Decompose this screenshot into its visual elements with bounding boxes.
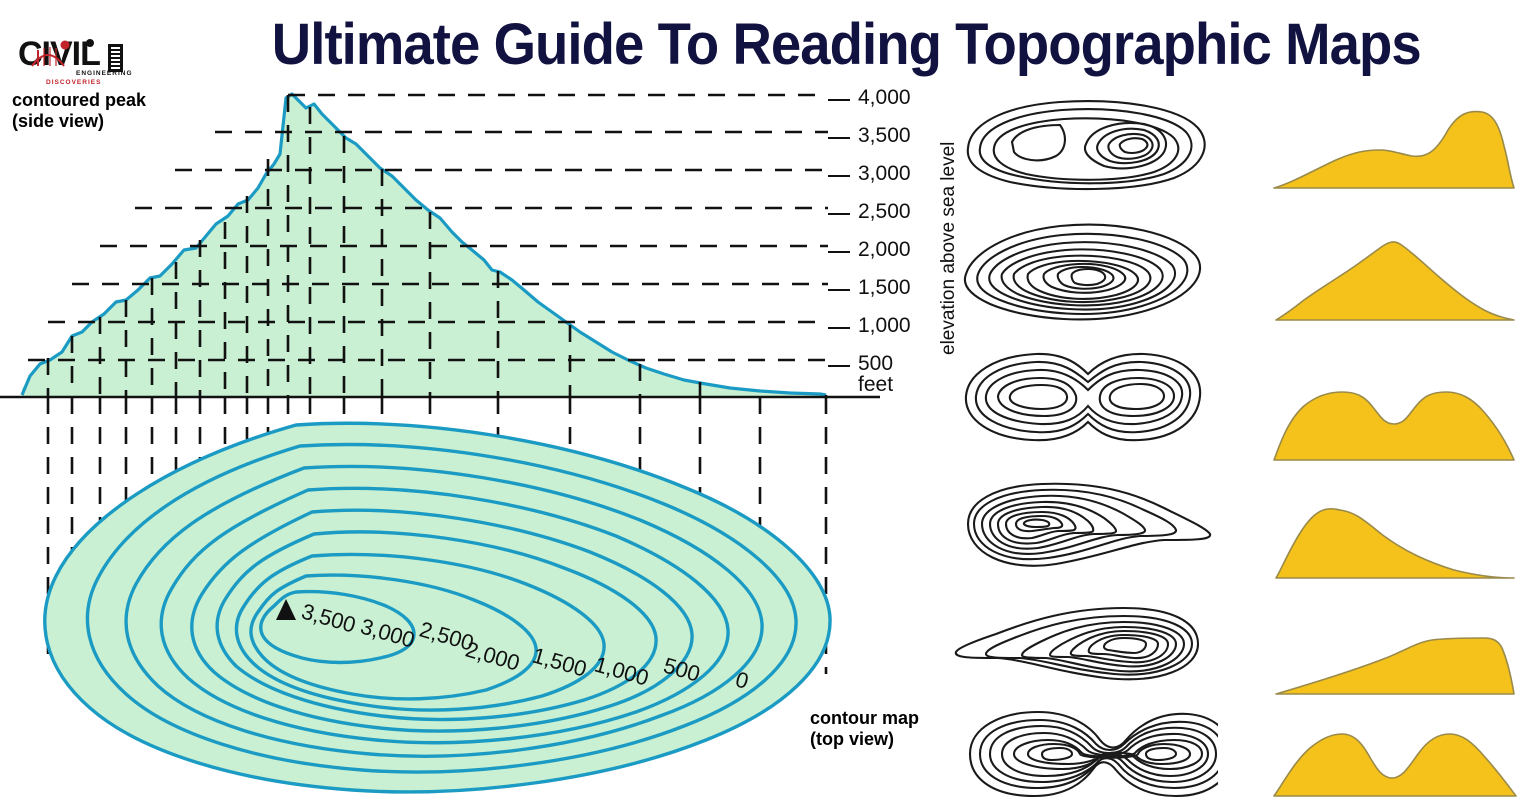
elev-tick-label-2000: 2,000 xyxy=(858,238,911,261)
contour-example-4 xyxy=(966,482,1212,567)
brand-logo[interactable]: CIVIL ENGINEERING DISCOVERIES xyxy=(18,36,138,88)
contour-ring-2500 xyxy=(215,530,658,722)
contour-ring-1000 xyxy=(124,464,764,758)
contour-example-1 xyxy=(966,100,1206,191)
summit-triangle-icon xyxy=(276,599,296,620)
projection-lines-upper xyxy=(46,95,828,397)
contour-ring-2000 xyxy=(190,508,694,733)
page-title: Ultimate Guide To Reading Topographic Ma… xyxy=(271,12,1422,77)
mountain-profile-fill xyxy=(22,94,826,397)
contour-ring-1500 xyxy=(159,486,730,745)
elev-tick-dash-4000 xyxy=(828,99,850,101)
top-view-caption: contour map (top view) xyxy=(810,708,919,750)
elev-tick-label-3000: 3,000 xyxy=(858,162,911,185)
profile-example-6 xyxy=(1273,733,1517,797)
elev-tick-label-3500: 3,500 xyxy=(858,124,911,147)
elev-tick-dash-500 xyxy=(828,365,850,367)
profile-example-4 xyxy=(1275,507,1515,579)
logo-subtitle-discoveries: DISCOVERIES xyxy=(46,79,102,86)
topographic-diagram xyxy=(0,92,880,794)
contour-example-3 xyxy=(964,352,1202,442)
elev-tick-dash-3500 xyxy=(828,137,850,139)
contour-ring-0 xyxy=(43,421,832,794)
elev-tick-label-4000: 4,000 xyxy=(858,86,911,109)
profile-example-5 xyxy=(1275,637,1515,695)
contour-ring-500 xyxy=(85,442,798,774)
profile-example-2 xyxy=(1275,241,1515,321)
elev-tick-dash-1500 xyxy=(828,289,850,291)
contour-example-6 xyxy=(968,710,1218,798)
elev-tick-dash-3000 xyxy=(828,175,850,177)
elev-unit-label: feet xyxy=(858,373,894,396)
elevation-gridlines xyxy=(28,93,828,362)
contour-ring-4000-summit xyxy=(259,589,416,665)
elev-tick-label-1500: 1,500 xyxy=(858,276,911,299)
bridge-icon xyxy=(31,39,123,72)
elev-tick-dash-2500 xyxy=(828,213,850,215)
contour-ring-3500 xyxy=(249,573,538,701)
contour-map-top-view xyxy=(43,421,832,794)
side-view-caption: contoured peak (side view) xyxy=(12,90,146,132)
elev-tick-label-2500: 2,500 xyxy=(858,200,911,223)
elev-tick-dash-2000 xyxy=(828,251,850,253)
contour-example-2 xyxy=(963,223,1202,321)
elev-tick-label-500: 500 xyxy=(858,352,894,375)
contour-ring-3000 xyxy=(234,552,606,712)
profile-example-3 xyxy=(1273,391,1515,461)
top-view-caption-line1: contour map xyxy=(810,708,920,728)
logo-subtitle-engineering: ENGINEERING xyxy=(76,70,133,77)
elev-tick-label-1000: 1,000 xyxy=(858,314,911,337)
profile-example-1 xyxy=(1273,110,1515,189)
side-view-caption-line2: (side view) xyxy=(12,111,105,131)
side-view-caption-line1: contoured peak xyxy=(12,90,147,110)
top-view-caption-line2: (top view) xyxy=(810,729,894,749)
contour-example-5 xyxy=(954,606,1200,681)
elev-tick-dash-1000 xyxy=(828,327,850,329)
